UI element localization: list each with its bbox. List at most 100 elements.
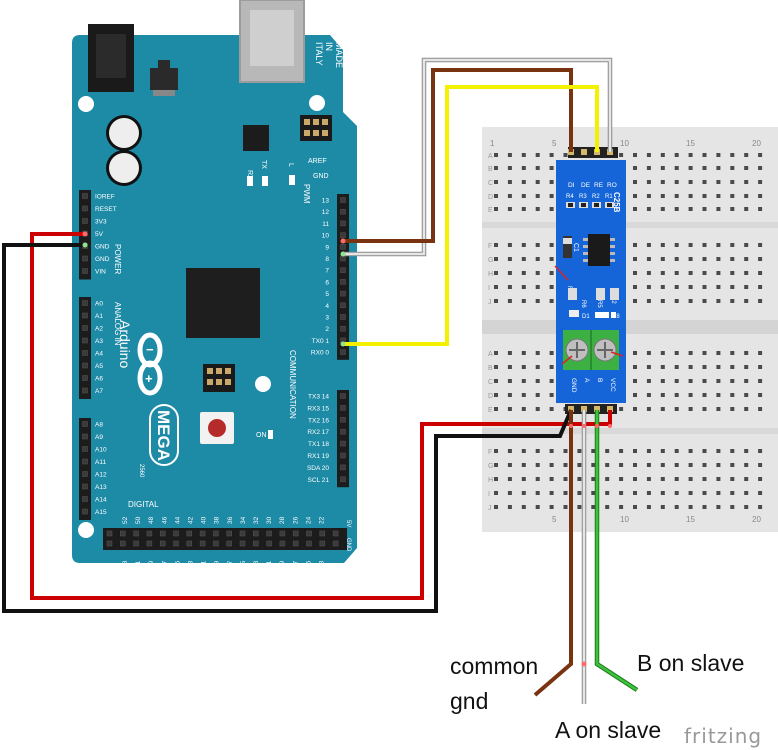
- breadboard-hole: [660, 285, 665, 289]
- module-bottom-pin: [607, 406, 613, 412]
- breadboard-hole: [521, 194, 526, 198]
- header-pin: [82, 446, 88, 452]
- breadboard-hole: [716, 166, 721, 170]
- breadboard-hole: [730, 271, 735, 275]
- rx-led: [247, 176, 253, 186]
- breadboard-hole: [744, 477, 749, 481]
- max485-chip-legs: [583, 238, 615, 262]
- breadboard-hole: [730, 491, 735, 495]
- header-pin-label: A2: [95, 326, 103, 333]
- breadboard-hole: [758, 243, 763, 247]
- breadboard-hole: [744, 180, 749, 184]
- bb-col-label: 15: [686, 515, 695, 524]
- breadboard-hole: [591, 449, 596, 453]
- digital-pin-label: 32: [253, 516, 260, 524]
- breadboard-hole: [688, 299, 693, 303]
- breadboard-hole: [535, 379, 540, 383]
- breadboard-hole: [730, 407, 735, 411]
- wire-green-b-core: [595, 410, 638, 692]
- module-resistor-label: R1: [605, 194, 613, 200]
- chip-leg: [583, 238, 588, 241]
- breadboard-hole: [674, 491, 679, 495]
- breadboard-hole: [521, 491, 526, 495]
- breadboard-hole: [591, 505, 596, 509]
- header-pin: [340, 314, 346, 320]
- breadboard-hole: [605, 449, 610, 453]
- mounting-hole: [78, 96, 94, 112]
- breadboard-hole: [535, 393, 540, 397]
- wire-end-dot: [340, 251, 346, 257]
- breadboard-hole: [535, 207, 540, 211]
- breadboard-hole: [494, 365, 498, 369]
- breadboard-hole: [716, 505, 721, 509]
- breadboard-hole: [702, 243, 707, 247]
- breadboard-hole: [633, 477, 637, 481]
- breadboard-hole: [744, 393, 749, 397]
- mega-badge: [149, 404, 179, 466]
- icsp-pin: [225, 379, 231, 385]
- icsp-pins-top: [304, 119, 328, 136]
- module-misc-label: C2: [610, 296, 616, 304]
- reset-button-cap[interactable]: [208, 419, 226, 437]
- breadboard-hole: [744, 153, 749, 157]
- breadboard-hole: [577, 449, 582, 453]
- breadboard-hole: [535, 194, 540, 198]
- breadboard-hole: [521, 365, 526, 369]
- breadboard-hole: [494, 407, 498, 411]
- digital-pin-label: 48: [148, 516, 155, 524]
- header-pin: [340, 279, 346, 285]
- header-pin: [82, 312, 88, 319]
- breadboard-hole: [744, 449, 749, 453]
- breadboard-hole: [521, 207, 526, 211]
- breadboard-hole: [702, 365, 707, 369]
- header-pin: [340, 325, 346, 332]
- module-bottom-pin: [594, 406, 600, 412]
- breadboard-hole: [633, 271, 637, 275]
- breadboard-hole: [744, 505, 749, 509]
- bottom-header-pin: [186, 540, 193, 547]
- breadboard-hole: [535, 477, 540, 481]
- module-resistor-r6: [569, 310, 579, 317]
- bottom-pin-label: 23: [319, 560, 326, 568]
- icsp-pin: [322, 119, 328, 125]
- breadboard-hole: [507, 271, 512, 275]
- header-pin: [82, 193, 88, 199]
- header-pin-label: 4: [325, 303, 329, 310]
- breadboard-hole: [702, 505, 707, 509]
- module-smd-part: [596, 288, 605, 300]
- breadboard-hole: [716, 463, 721, 467]
- breadboard-hole: [535, 351, 540, 355]
- breadboard-hole: [507, 393, 512, 397]
- breadboard-row-label: D: [488, 194, 493, 201]
- module-resistor-body: [594, 203, 599, 207]
- wire-white-pin8-core: [343, 58, 612, 256]
- module-top-pin-label: DI: [568, 182, 575, 189]
- icsp-pin: [216, 368, 222, 374]
- module-smd-part: [568, 288, 577, 300]
- breadboard-row-label: A: [488, 351, 493, 358]
- breadboard-row-label: E: [488, 207, 493, 214]
- module-bottom-header: [565, 404, 617, 414]
- breadboard-hole: [758, 365, 763, 369]
- module-misc-label: R5: [596, 300, 602, 308]
- breadboard-hole: [494, 505, 498, 509]
- icsp-pin: [207, 368, 213, 374]
- breadboard-hole: [494, 166, 498, 170]
- header-pin: [340, 267, 346, 273]
- breadboard-hole: [591, 477, 596, 481]
- breadboard-hole: [730, 257, 735, 261]
- digital-pin-label: 26: [292, 516, 299, 524]
- digital-pin-label: 30: [266, 516, 273, 524]
- bottom-header-pin: [332, 540, 339, 547]
- bottom-header-pin: [146, 530, 153, 537]
- header-pin-label: A8: [95, 422, 103, 429]
- header-pin: [82, 471, 88, 477]
- breadboard-hole: [730, 477, 735, 481]
- fritzing-logo: fritzing: [684, 724, 763, 748]
- module-top-pin-label: RO: [607, 182, 617, 189]
- right-header-gnd: GND: [345, 538, 351, 552]
- breadboard-hole: [646, 449, 651, 453]
